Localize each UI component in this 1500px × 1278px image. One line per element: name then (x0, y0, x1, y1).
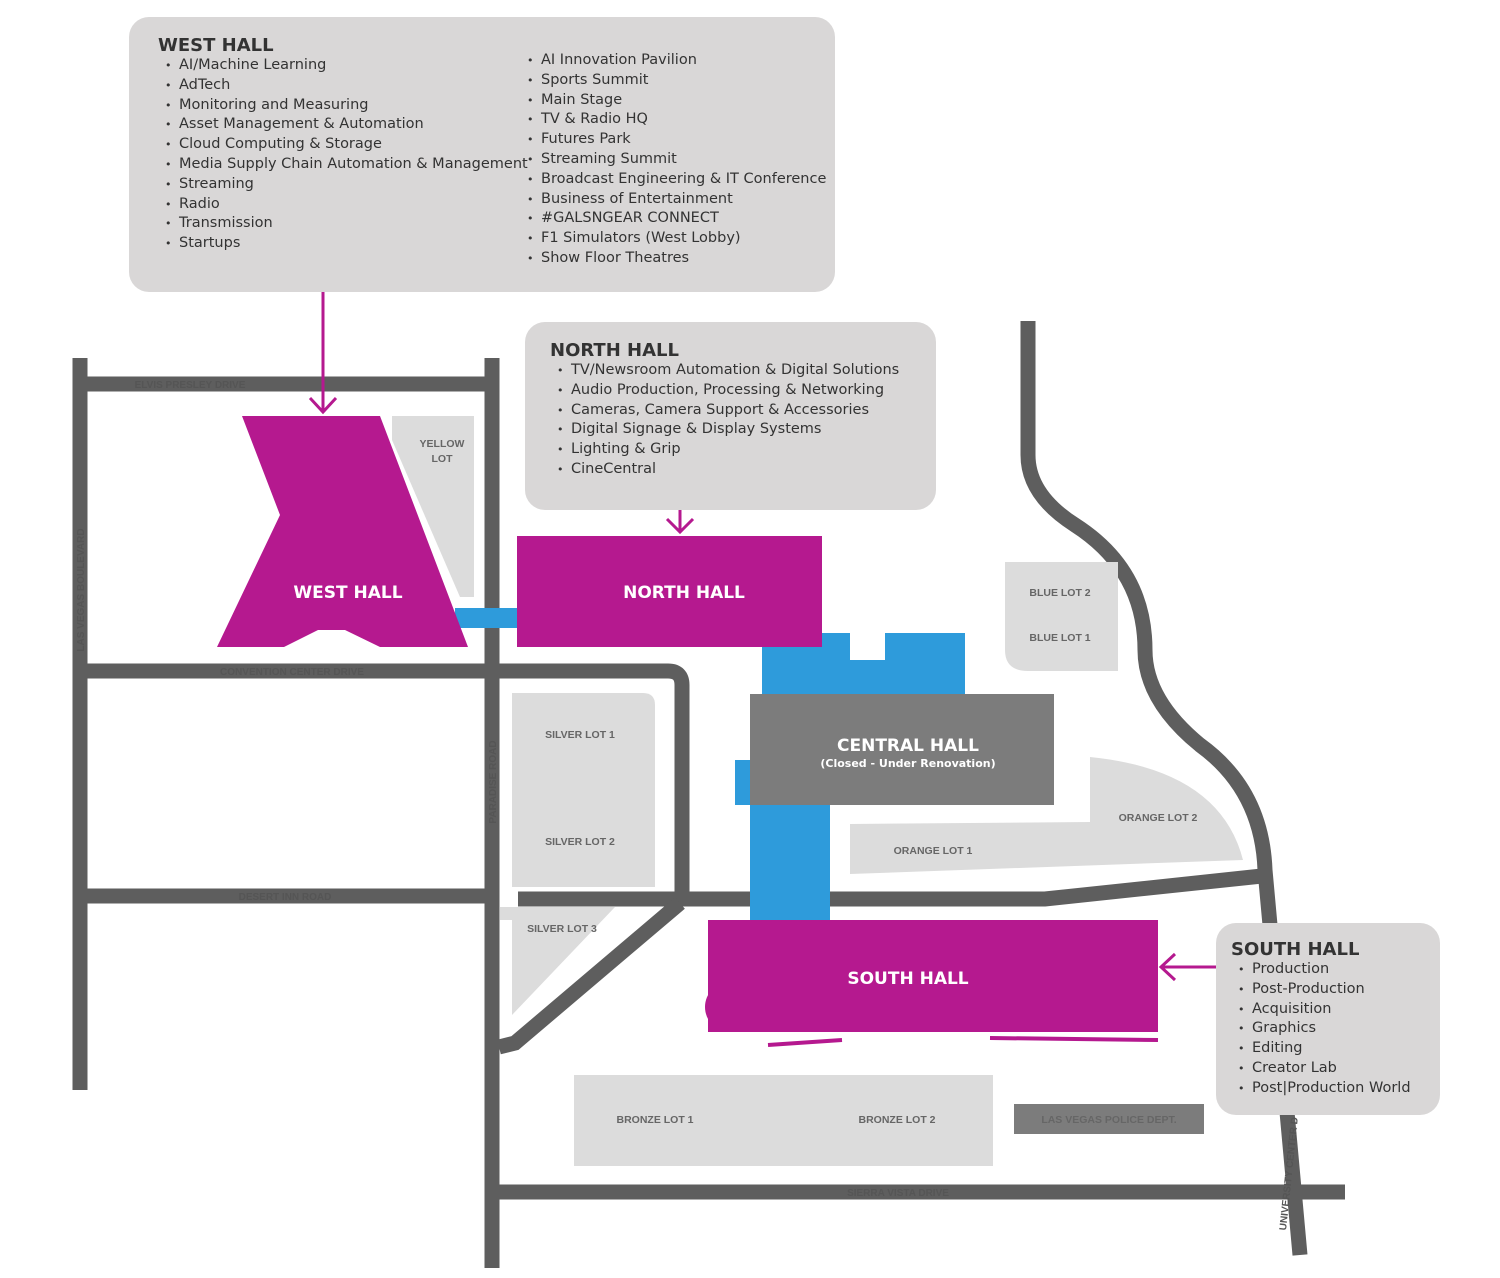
list-item: CineCentral (557, 460, 899, 480)
central-hall-note: (Closed - Under Renovation) (820, 757, 995, 770)
blue-lot (1005, 562, 1118, 671)
central-hall-label: CENTRAL HALL (837, 736, 979, 756)
list-item: Business of Entertainment (527, 190, 826, 210)
list-item: Post-Production (1238, 980, 1411, 1000)
convention-center-label: CONVENTION CENTER DRIVE (220, 667, 364, 678)
west-hall-label: WEST HALL (293, 583, 402, 603)
police-dept-label: LAS VEGAS POLICE DEPT. (1041, 1114, 1176, 1126)
list-item: Show Floor Theatres (527, 249, 826, 269)
west-hall-building (217, 416, 468, 647)
west-hall-arrow (308, 292, 338, 415)
silver-lot-1-label: SILVER LOT 1 (545, 729, 615, 741)
west-hall-info-box: WEST HALL AI/Machine Learning AdTech Mon… (129, 17, 835, 292)
orange-lot-2-label: ORANGE LOT 2 (1119, 812, 1198, 824)
list-item: Cameras, Camera Support & Accessories (557, 401, 899, 421)
list-item: Monitoring and Measuring (165, 96, 528, 116)
list-item: Futures Park (527, 130, 826, 150)
south-hall-info-title: SOUTH HALL (1231, 939, 1360, 960)
university-center-drive-road (1020, 321, 1308, 1256)
south-hall-label: SOUTH HALL (847, 969, 968, 989)
blue-connectors (455, 608, 965, 920)
list-item: Cloud Computing & Storage (165, 135, 528, 155)
paradise-road-label: PARADISE ROAD (488, 740, 499, 823)
yellow-lot-label-1: YELLOW (420, 438, 465, 450)
blue-lot-2-label: BLUE LOT 2 (1029, 587, 1090, 599)
bronze-lot-1-label: BRONZE LOT 1 (616, 1114, 693, 1126)
south-hall-list: Production Post-Production Acquisition G… (1238, 960, 1411, 1099)
list-item: Broadcast Engineering & IT Conference (527, 170, 826, 190)
desert-inn-road-east (518, 868, 1263, 907)
bronze-lot (574, 1075, 993, 1166)
list-item: Editing (1238, 1039, 1411, 1059)
list-item: F1 Simulators (West Lobby) (527, 229, 826, 249)
south-hall-info-box: SOUTH HALL Production Post-Production Ac… (1216, 923, 1440, 1115)
silver-lot-1-2 (512, 693, 655, 887)
list-item: Graphics (1238, 1019, 1411, 1039)
yellow-lot (392, 416, 474, 597)
south-connector (750, 805, 830, 920)
list-item: Transmission (165, 214, 528, 234)
list-item: AI/Machine Learning (165, 56, 528, 76)
list-item: AI Innovation Pavilion (527, 51, 826, 71)
list-item: Acquisition (1238, 1000, 1411, 1020)
list-item: Radio (165, 195, 528, 215)
west-hall-list-col1: AI/Machine Learning AdTech Monitoring an… (165, 56, 528, 254)
elvis-presley-label: ELVIS PRESLEY DRIVE (135, 380, 246, 391)
north-hall-arrow (665, 510, 695, 535)
sierra-vista-label: SIERRA VISTA DRIVE (847, 1188, 949, 1199)
las-vegas-blvd-label: LAS VEGAS BOULEVARD (76, 528, 87, 651)
list-item: TV & Radio HQ (527, 110, 826, 130)
list-item: AdTech (165, 76, 528, 96)
list-item: #GALSNGEAR CONNECT (527, 209, 826, 229)
orange-lot-1-label: ORANGE LOT 1 (894, 845, 973, 857)
list-item: Startups (165, 234, 528, 254)
list-item: Audio Production, Processing & Networkin… (557, 381, 899, 401)
roads (72, 321, 1345, 1268)
list-item: Lighting & Grip (557, 440, 899, 460)
west-north-bridge (455, 608, 520, 628)
orange-lot (850, 757, 1243, 874)
desert-inn-label: DESERT INN ROAD (239, 892, 332, 903)
blue-lot-1-label: BLUE LOT 1 (1029, 632, 1090, 644)
list-item: Asset Management & Automation (165, 115, 528, 135)
list-item: Sports Summit (527, 71, 826, 91)
list-item: Streaming (165, 175, 528, 195)
parking-lots (392, 416, 1243, 1166)
north-hall-label: NORTH HALL (623, 583, 745, 603)
convention-center-drive-road (80, 663, 690, 900)
west-hall-list-col2: AI Innovation Pavilion Sports Summit Mai… (527, 51, 826, 269)
central-annex (735, 633, 965, 805)
silver-lot-2-label: SILVER LOT 2 (545, 836, 615, 848)
north-hall-info-title: NORTH HALL (550, 340, 679, 361)
list-item: Production (1238, 960, 1411, 980)
list-item: Media Supply Chain Automation & Manageme… (165, 155, 528, 175)
list-item: Main Stage (527, 91, 826, 111)
list-item: Digital Signage & Display Systems (557, 420, 899, 440)
list-item: TV/Newsroom Automation & Digital Solutio… (557, 361, 899, 381)
south-hall-arrow (1158, 952, 1218, 982)
connector-road (497, 897, 685, 1055)
north-hall-building (517, 536, 822, 647)
south-hall-building (705, 920, 1159, 1047)
police-dept-block (1014, 1104, 1204, 1134)
bronze-lot-2-label: BRONZE LOT 2 (858, 1114, 935, 1126)
yellow-lot-label-2: LOT (432, 453, 454, 465)
north-hall-info-box: NORTH HALL TV/Newsroom Automation & Digi… (525, 322, 936, 510)
pointer-arrows (308, 292, 1218, 982)
silver-lot-3-label: SILVER LOT 3 (527, 923, 597, 935)
west-hall-info-title: WEST HALL (158, 35, 274, 56)
north-hall-list: TV/Newsroom Automation & Digital Solutio… (557, 361, 899, 480)
silver-lot-3 (500, 907, 615, 1015)
list-item: Creator Lab (1238, 1059, 1411, 1079)
list-item: Post|Production World (1238, 1079, 1411, 1099)
central-hall-building (750, 694, 1054, 805)
list-item: Streaming Summit (527, 150, 826, 170)
